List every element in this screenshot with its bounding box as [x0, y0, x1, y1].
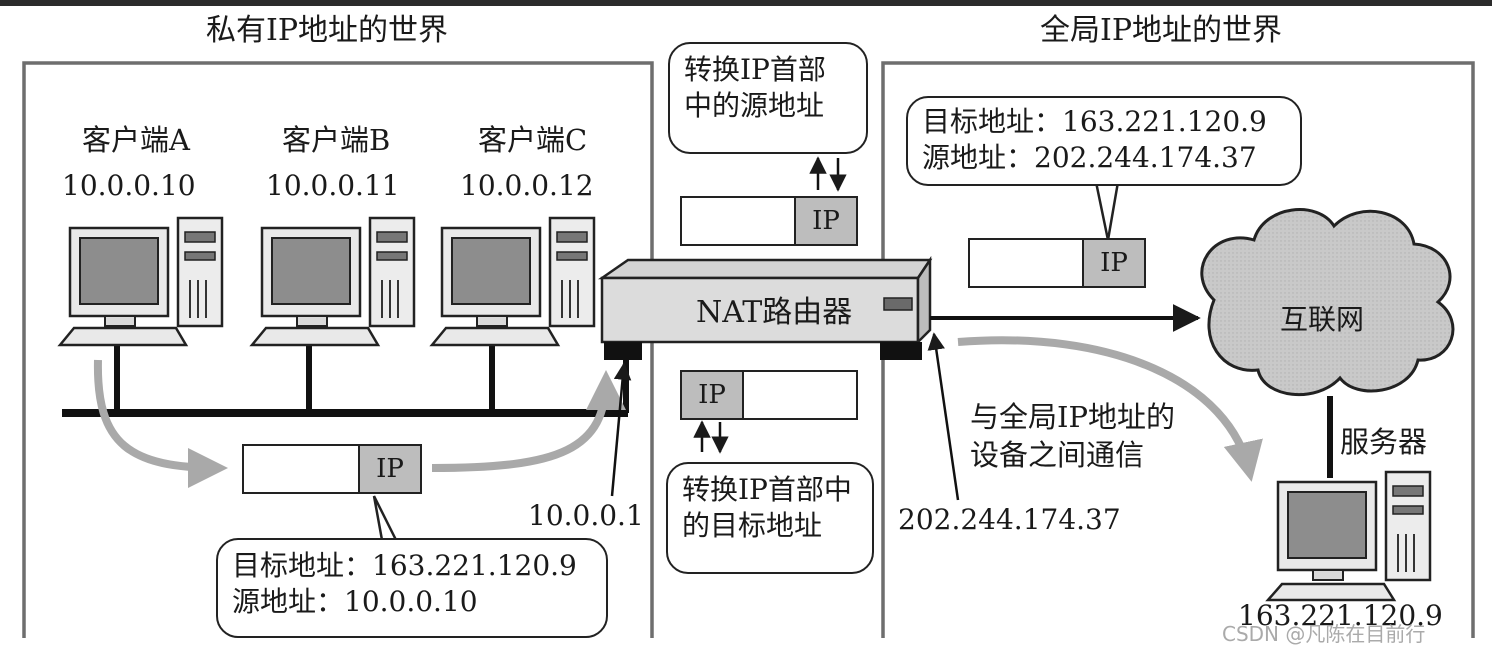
- router-inner-ip: 10.0.0.1: [528, 499, 644, 532]
- private-bubble-tail: [372, 495, 399, 542]
- translate-source-line-1: 转换IP首部: [684, 53, 826, 86]
- global-bubble-tail: [1094, 180, 1120, 241]
- inner-ip-pointer: [610, 362, 632, 497]
- private-source-address: 源地址：10.0.0.10: [232, 585, 478, 618]
- internet-label: 互联网: [1280, 303, 1365, 336]
- client-b-computer: [249, 216, 416, 347]
- translate-dest-line-1: 转换IP首部中: [682, 473, 852, 506]
- client-a-ip: 10.0.0.10: [62, 169, 196, 202]
- router-outer-ip: 202.244.174.37: [898, 503, 1121, 536]
- outer-ip-pointer: [927, 332, 960, 501]
- server-ip: 163.221.120.9: [1238, 599, 1443, 632]
- packet-ip-header: IP: [358, 446, 420, 492]
- flow-arrow-to-server: [957, 336, 1263, 482]
- flow-arrow-client-down: [93, 359, 228, 488]
- client-c-ip: 10.0.0.12: [460, 169, 594, 202]
- packet-ip-header: IP: [1082, 240, 1144, 286]
- client-b-ip: 10.0.0.11: [266, 169, 400, 202]
- note-line-2: 设备之间通信: [970, 438, 1145, 472]
- translate-dest-bubble: 转换IP首部中 的目标地址: [666, 462, 874, 574]
- client-c-label: 客户端C: [478, 123, 588, 157]
- global-packet-bubble: 目标地址：163.221.120.9 源地址：202.244.174.37: [906, 96, 1302, 186]
- client-a-computer: [57, 216, 224, 347]
- translate-source-line-2: 中的源地址: [684, 89, 825, 122]
- client-c-computer: [429, 216, 596, 347]
- packet-top-middle: IP: [680, 196, 858, 246]
- top-border: [0, 0, 1492, 6]
- global-world-title: 全局IP地址的世界: [1040, 13, 1283, 48]
- private-world-title: 私有IP地址的世界: [206, 13, 449, 48]
- client-b-label: 客户端B: [282, 123, 391, 157]
- packet-global: IP: [968, 238, 1146, 288]
- global-source-address: 源地址：202.244.174.37: [922, 141, 1257, 174]
- internet-cloud: [1200, 208, 1455, 397]
- flow-arrow-up-router: [431, 370, 626, 472]
- client-a-label: 客户端A: [82, 123, 190, 157]
- packet-ip-header: IP: [794, 198, 856, 244]
- note-line-1: 与全局IP地址的: [970, 400, 1175, 434]
- packet-ip-header: IP: [682, 372, 744, 418]
- translate-source-bubble: 转换IP首部 中的源地址: [668, 42, 868, 154]
- nat-router-device: [597, 255, 933, 360]
- server-label: 服务器: [1340, 425, 1428, 459]
- translate-dest-line-2: 的目标地址: [682, 509, 823, 542]
- server-computer: [1265, 470, 1432, 602]
- global-dest-address: 目标地址：163.221.120.9: [922, 105, 1267, 138]
- watermark: CSDN @凡陈在目前行: [1222, 622, 1426, 646]
- global-communication-note: 与全局IP地址的 设备之间通信: [970, 398, 1175, 474]
- packet-bottom-middle: IP: [680, 370, 858, 420]
- private-dest-address: 目标地址：163.221.120.9: [232, 549, 577, 582]
- nat-router-label: NAT路由器: [696, 295, 853, 330]
- private-region-frame: [22, 61, 654, 638]
- private-packet-bubble: 目标地址：163.221.120.9 源地址：10.0.0.10: [216, 538, 608, 638]
- packet-private: IP: [242, 444, 422, 494]
